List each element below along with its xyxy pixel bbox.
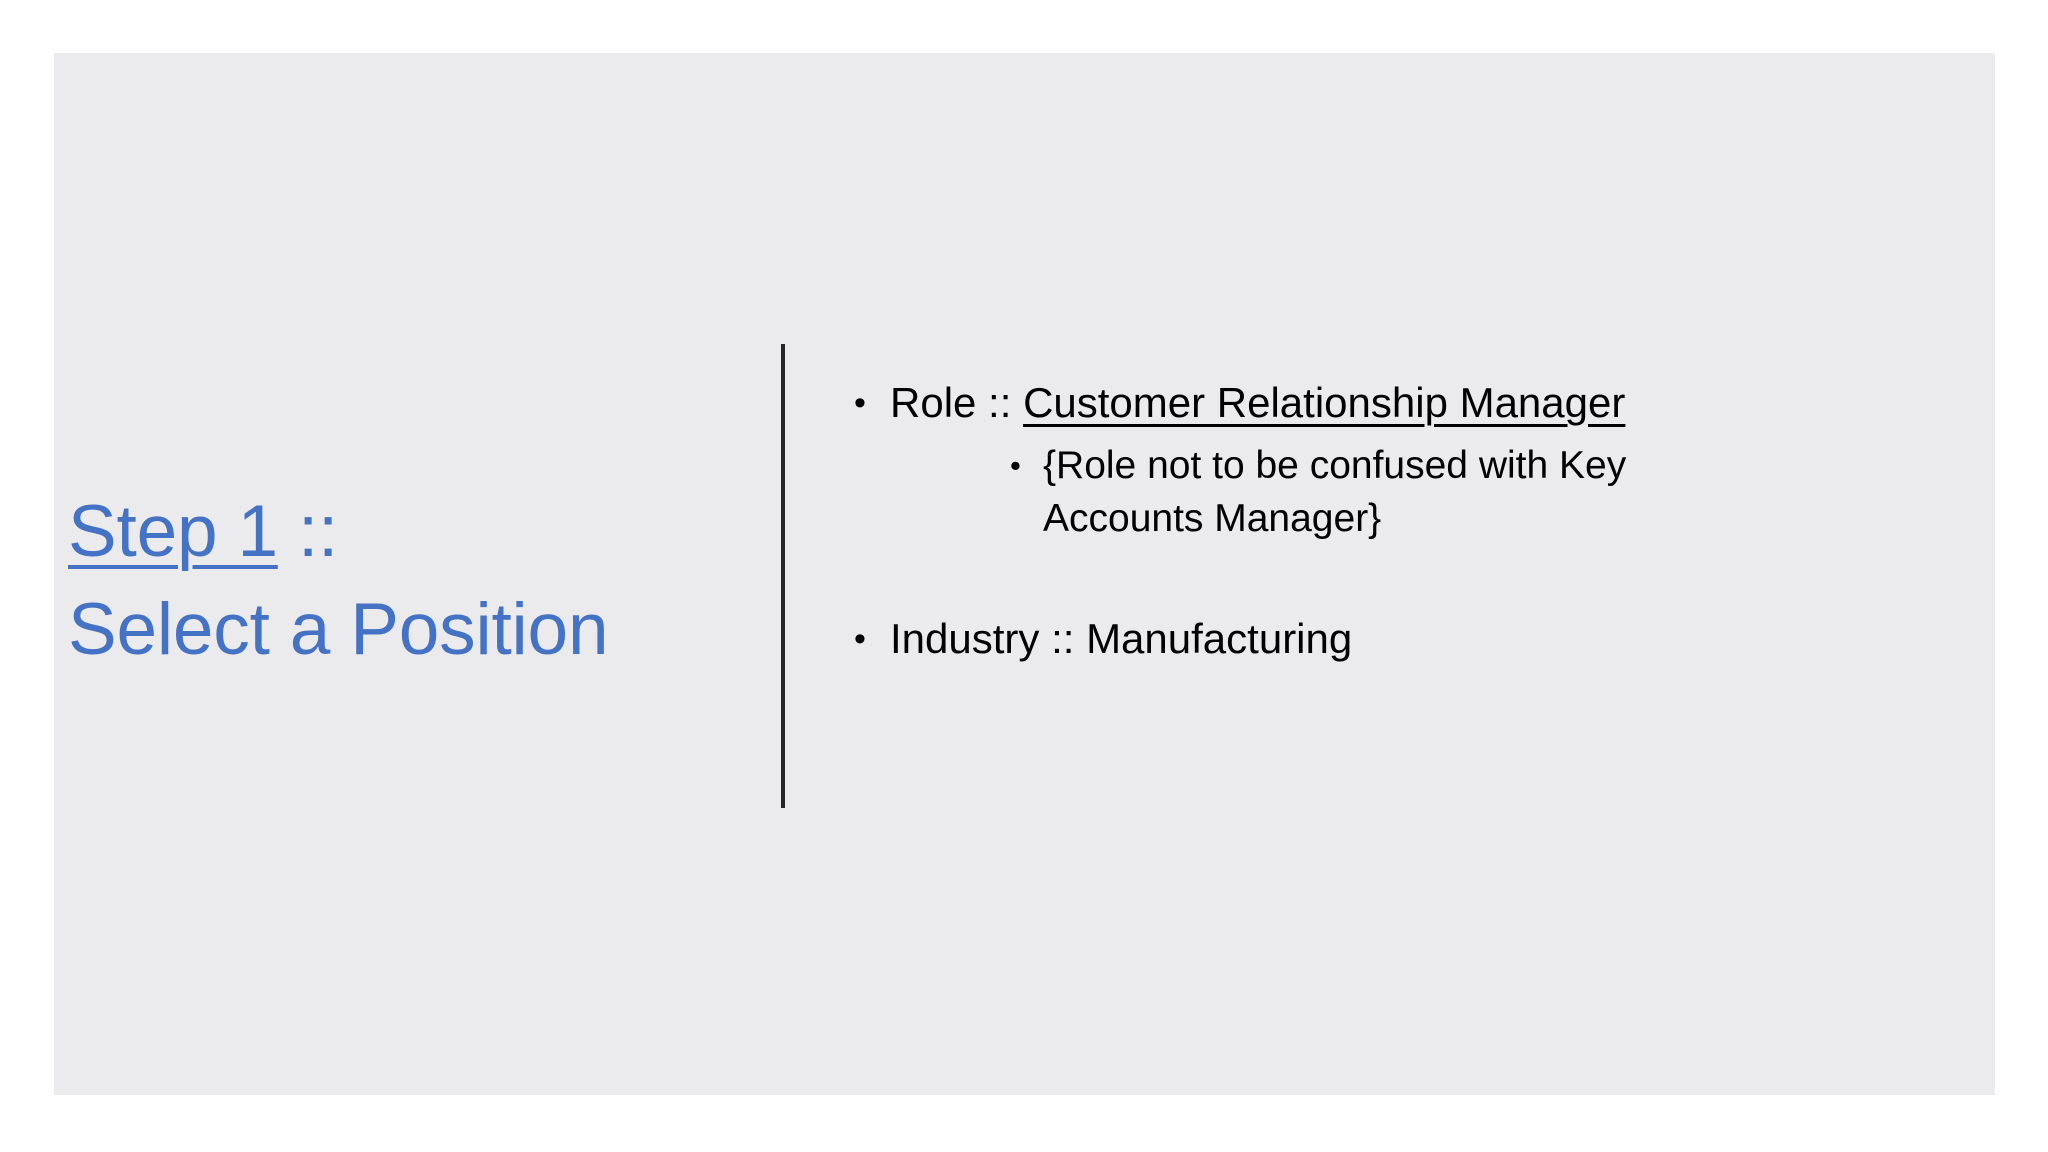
title-line-1: Step 1 ::: [68, 483, 768, 581]
list-spacer: [844, 545, 1904, 611]
list-item: • Role :: Customer Relationship Manager: [844, 375, 1904, 431]
bullet-dot-icon: •: [854, 620, 866, 658]
list-item: • Industry :: Manufacturing: [844, 611, 1904, 667]
list-item-emphasis: Customer Relationship Manager: [1023, 379, 1626, 426]
body-bullet-list: • Role :: Customer Relationship Manager …: [844, 375, 1904, 667]
slide-content-area: Step 1 :: Select a Position • Role :: Cu…: [54, 53, 1995, 1095]
list-item-text: Role :: Customer Relationship Manager: [890, 375, 1904, 431]
title-line-2: Select a Position: [68, 589, 609, 670]
page-title: Step 1 :: Select a Position: [68, 483, 768, 679]
vertical-divider: [781, 344, 785, 808]
bullet-dot-icon: •: [1010, 448, 1021, 483]
list-item-text: Industry :: Manufacturing: [890, 615, 1353, 662]
list-item-text: {Role not to be confused with Key Accoun…: [1043, 444, 1627, 540]
bullet-dot-icon: •: [854, 384, 866, 422]
title-step-separator: ::: [277, 491, 339, 572]
list-item: • {Role not to be confused with Key Acco…: [1002, 439, 1904, 545]
list-item-prefix: Role ::: [890, 379, 1024, 426]
title-step-label: Step 1: [68, 491, 278, 572]
